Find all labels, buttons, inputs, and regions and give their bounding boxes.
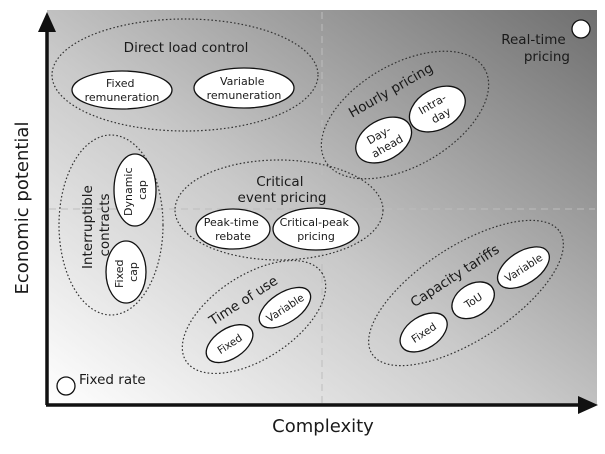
item-fixed-cap [105,240,147,304]
y-axis-arrowhead [38,12,56,32]
group-direct-load-control: Direct load control Fixed remuneration V… [51,18,319,132]
fixed-rate-label: Fixed rate [79,372,146,388]
group-outline [174,159,384,261]
item-label: Critical-peak pricing [280,216,353,243]
x-axis-arrowhead [578,396,598,414]
group-outline [368,219,564,367]
item-dynamic-cap [113,153,157,227]
item-critical-peak-pricing [272,207,360,251]
item-variable [258,286,312,329]
group-title: Interruptible contracts [80,181,113,269]
item-variable-remuneration [193,67,295,109]
item-fixed [205,324,254,364]
item-peak-time-rebate [195,208,271,250]
group-title: Critical event pricing [238,174,327,206]
item-label: Variable remuneration [207,75,282,102]
y-axis-label: Economic potential [12,122,33,295]
group-interruptible-contracts: Interruptible contracts Dynamic cap Fixe… [58,134,164,316]
item-label: Peak-time rebate [204,216,262,243]
x-axis-label: Complexity [272,416,374,437]
real-time-pricing-marker [571,19,591,39]
group-title: Direct load control [124,40,249,56]
item-label: Fixed cap [113,256,140,288]
group-outline [51,18,319,132]
item-day-ahead [355,116,413,164]
real-time-pricing-label: Real-time pricing [501,32,570,65]
item-label: Dynamic cap [122,164,149,216]
y-axis [38,12,56,405]
item-label: Fixed remuneration [85,77,160,104]
item-tou [451,281,495,320]
item-fixed-remuneration [71,70,173,110]
group-critical-event-pricing: Critical event pricing Peak-time rebate … [174,159,384,261]
x-axis [46,396,598,414]
fixed-rate-marker [56,376,76,396]
group-outline [320,50,490,180]
group-outline [181,259,327,375]
item-fixed [399,312,448,353]
group-outline [58,134,164,316]
item-variable [496,246,550,289]
item-intra-day [408,85,466,133]
